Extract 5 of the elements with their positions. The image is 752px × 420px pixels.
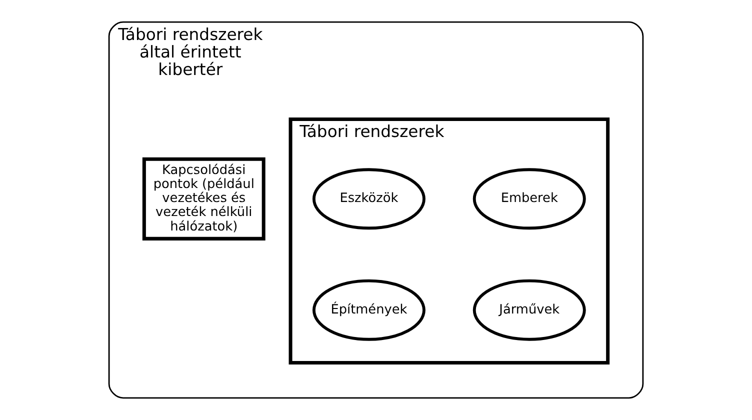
node-ellipse: Járművek [472, 279, 586, 341]
node-ellipse: Építmények [312, 279, 426, 341]
node-ellipse: Emberek [472, 168, 586, 230]
node-box: Kapcsolódási pontok (például vezetékes és vezeték nélküli hálózatok) [142, 157, 266, 240]
node-ellipse: Eszközök [312, 168, 426, 230]
